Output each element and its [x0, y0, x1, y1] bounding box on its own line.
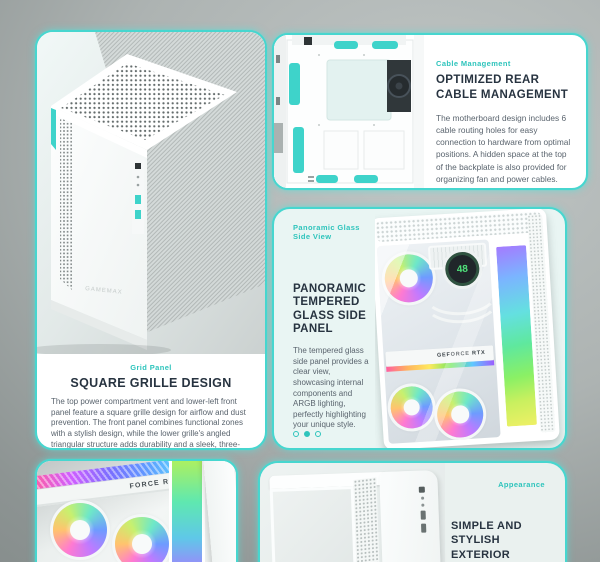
- rgb-fan-icon: [383, 252, 435, 304]
- grille-description: The top power compartment vent and lower…: [51, 397, 246, 449]
- grille-title: SQUARE GRILLE DESIGN: [70, 376, 232, 390]
- cable-eyebrow-label: Cable Management: [436, 59, 511, 68]
- cable-grommet: [354, 175, 378, 183]
- argb-light-strip: [169, 461, 205, 562]
- rgb-fan-icon: [53, 503, 107, 557]
- rear-tray-image: [274, 35, 424, 188]
- case-brand-logo: GAMEMAX: [85, 286, 123, 296]
- drive-panel: [363, 130, 405, 170]
- gpu-rgb-stripe: [386, 360, 495, 372]
- carousel-dot-3[interactable]: [315, 430, 321, 437]
- interior-closeup-image: FORCE RTX: [37, 461, 236, 562]
- cable-management-card: Cable Management OPTIMIZED REAR CABLE MA…: [272, 33, 588, 190]
- front-io-column: [418, 486, 428, 533]
- tempered-glass-panel: 48 GEFORCE RTX: [376, 239, 501, 444]
- front-perforation-strip: [60, 118, 72, 290]
- case-top-grille: [61, 63, 225, 140]
- cpu-cutout-panel: [326, 59, 392, 121]
- case-front-view-illustration: GAMEMAX: [37, 32, 265, 356]
- carousel-dots: [293, 430, 375, 437]
- power-button: [418, 486, 425, 493]
- audio-jack: [136, 183, 140, 187]
- side-mesh-strip: [353, 477, 382, 562]
- rear-cable-illustration: [274, 35, 424, 188]
- grille-design-card: GAMEMAX Grid Panel SQUARE GRILLE DESIGN …: [35, 30, 267, 450]
- power-button: [135, 163, 141, 169]
- grille-eyebrow-label: Grid Panel: [130, 363, 172, 372]
- glass-text-block: Panoramic Glass Side View PANORAMIC TEMP…: [274, 209, 375, 448]
- reset-button: [420, 496, 424, 500]
- glass-title: PANORAMIC TEMPERED GLASS SIDE PANEL: [293, 283, 367, 335]
- side-panel-edge: [414, 35, 424, 188]
- teal-accent-edge: [51, 108, 56, 150]
- rgb-fan-icon: [115, 517, 169, 562]
- usb-port: [420, 510, 426, 520]
- glass-side-case-image: 48 GEFORCE RTX: [375, 209, 565, 448]
- aio-tube: [420, 272, 501, 326]
- cable-text-block: Cable Management OPTIMIZED REAR CABLE MA…: [424, 35, 586, 188]
- appearance-text-block: Appearance SIMPLE AND STYLISH EXTERIOR D…: [445, 463, 565, 562]
- usb-port: [135, 195, 141, 204]
- rgb-fan-icon: [435, 390, 485, 439]
- top-grille-texture: [375, 211, 543, 243]
- reset-button: [136, 175, 140, 179]
- front-panel: [379, 470, 443, 562]
- pump-temperature-display: 48: [441, 247, 484, 291]
- carousel-dot-1[interactable]: [293, 430, 299, 437]
- white-case-image: GAMEMAX: [37, 32, 265, 356]
- appearance-title: SIMPLE AND STYLISH EXTERIOR DESIGN: [451, 520, 522, 561]
- carousel-dot-2[interactable]: [304, 430, 310, 437]
- gpu-card: GEFORCE RTX: [385, 345, 494, 367]
- cable-description: The motherboard design includes 6 cable …: [436, 112, 571, 184]
- cable-grommet: [316, 175, 338, 183]
- usb-port: [420, 523, 426, 533]
- rgb-fan-icon: [389, 385, 434, 430]
- exterior-case-image: [260, 463, 445, 562]
- aio-tube: [420, 264, 501, 318]
- drive-panel: [323, 130, 359, 170]
- expansion-slots: [274, 123, 283, 153]
- interior-closeup-card: FORCE RTX: [35, 459, 238, 562]
- usb-port: [135, 210, 141, 219]
- glass-description: The tempered glass side panel provides a…: [293, 346, 369, 430]
- cable-grommet: [372, 41, 398, 49]
- appearance-eyebrow-label: Appearance: [498, 480, 545, 489]
- pc-case-body: 48 GEFORCE RTX: [375, 209, 560, 448]
- open-interior-view: [269, 486, 359, 562]
- pc-case-body: [269, 470, 443, 562]
- panoramic-glass-card: Panoramic Glass Side View PANORAMIC TEMP…: [272, 207, 567, 450]
- case-front-panel: [51, 106, 147, 340]
- appearance-card: Appearance SIMPLE AND STYLISH EXTERIOR D…: [258, 461, 567, 562]
- cable-grommet: [293, 127, 304, 173]
- glass-eyebrow-label: Panoramic Glass Side View: [293, 223, 360, 241]
- cable-grommet: [289, 63, 300, 105]
- aio-radiator: [427, 242, 488, 271]
- cable-title: OPTIMIZED REAR CABLE MANAGEMENT: [436, 74, 569, 101]
- case-base: [51, 300, 147, 350]
- cable-grommet: [334, 41, 358, 49]
- audio-jack: [420, 503, 424, 507]
- grille-text-block: Grid Panel SQUARE GRILLE DESIGN The top …: [37, 354, 265, 449]
